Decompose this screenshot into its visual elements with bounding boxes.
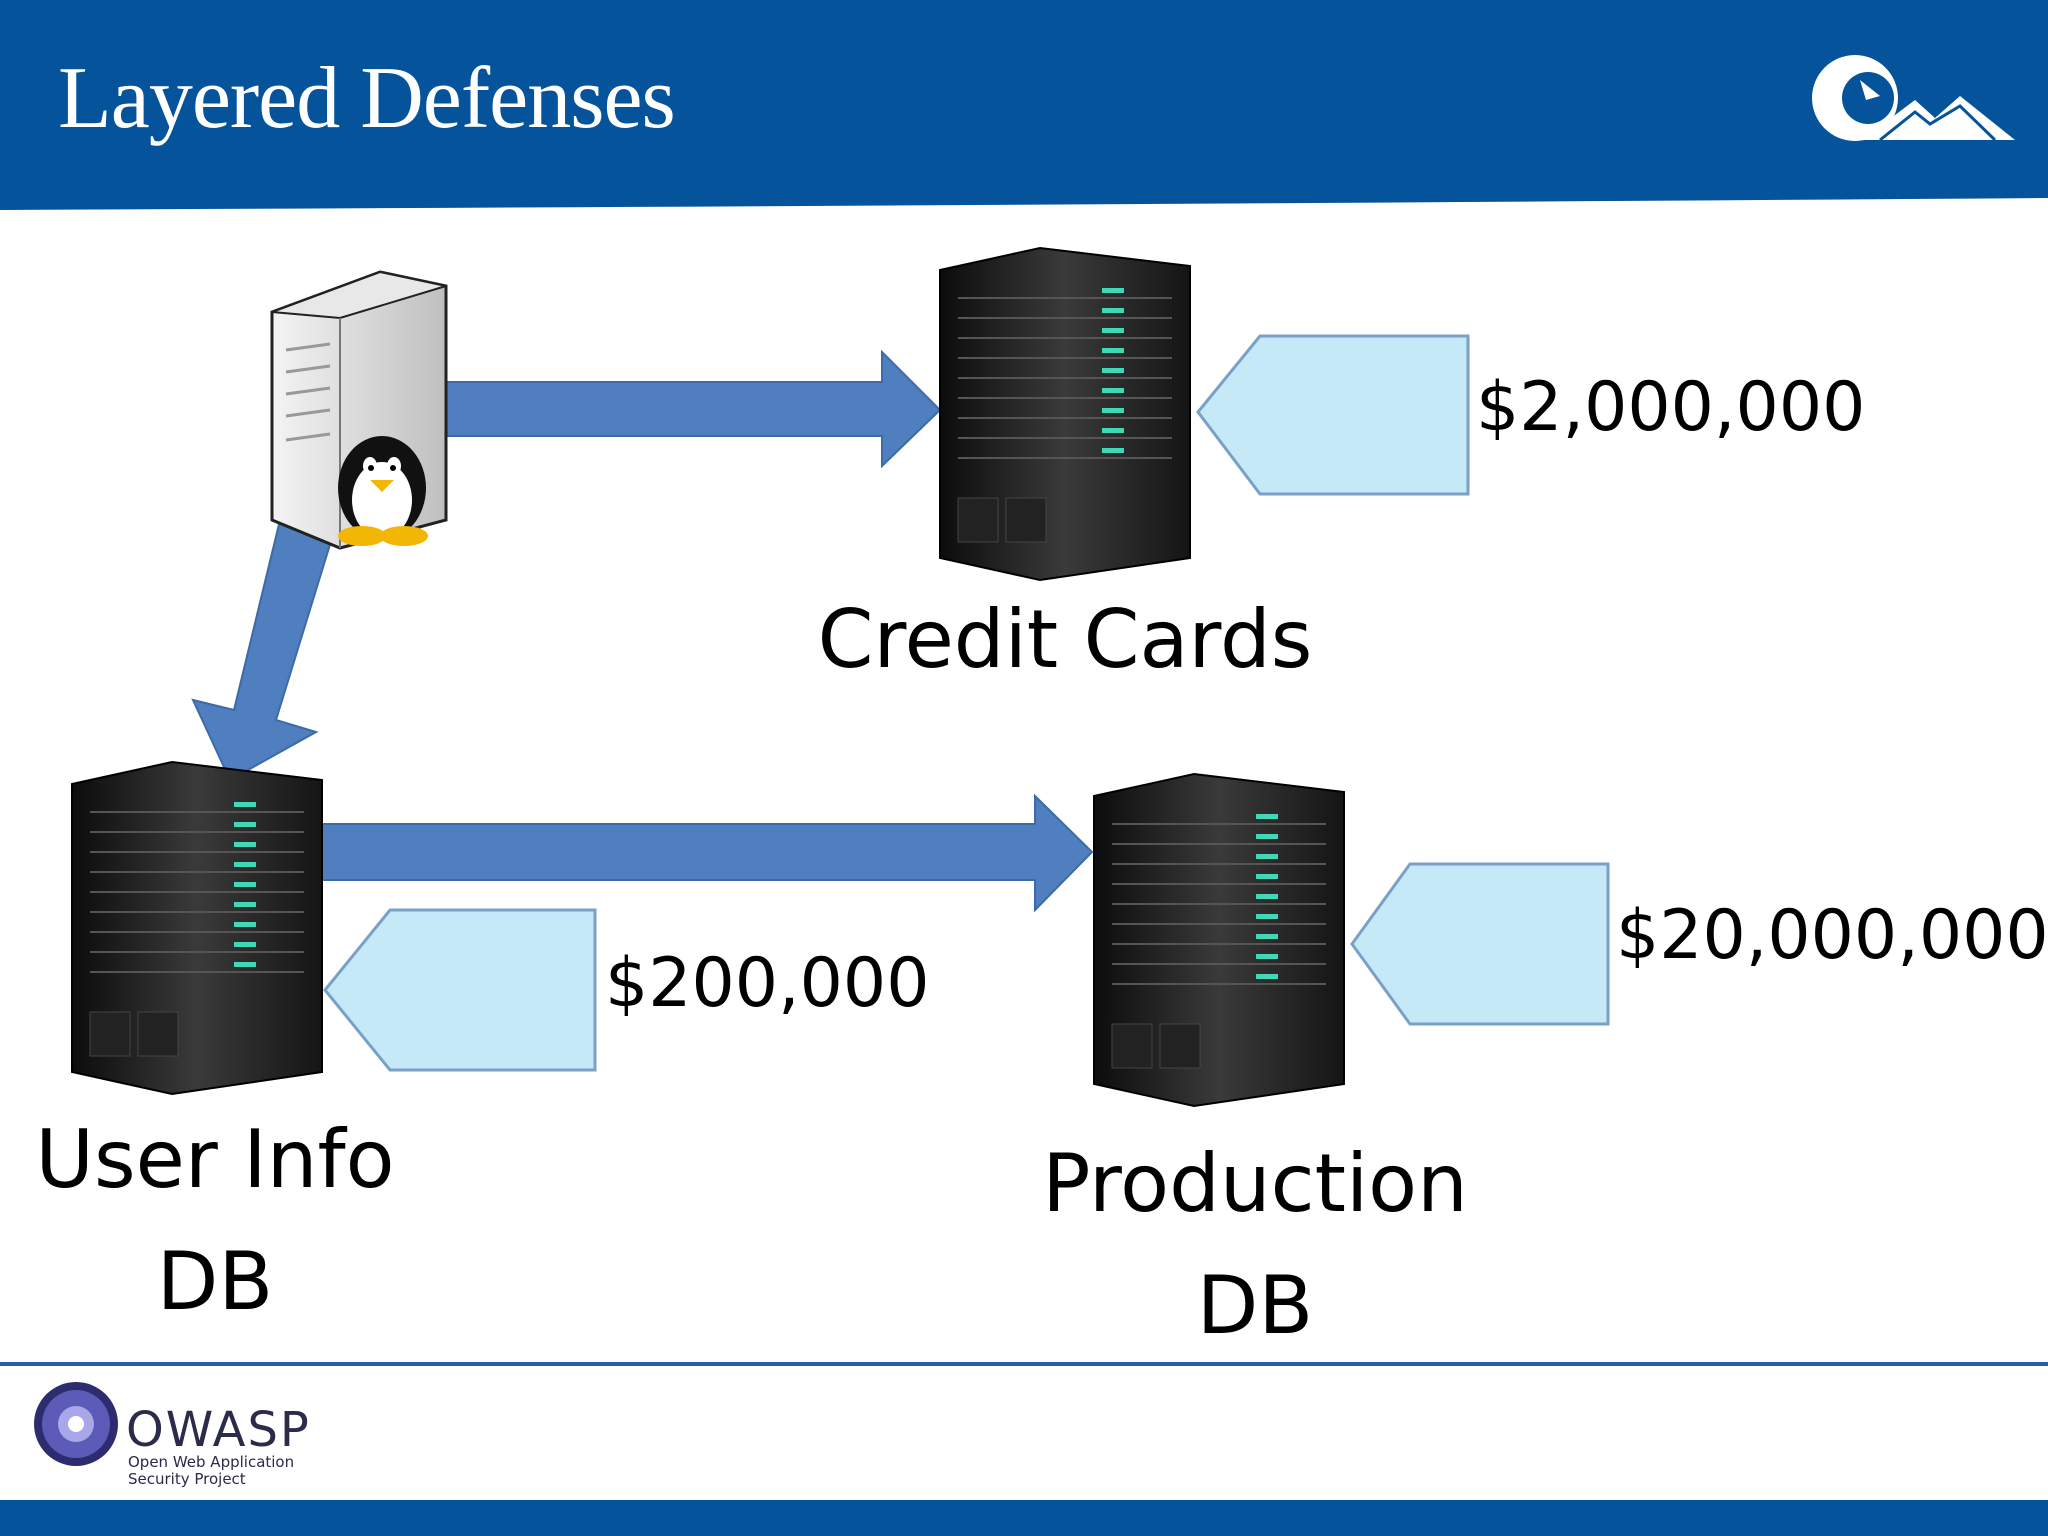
production-label-line1: Production [1042,1137,1468,1230]
credit-cards-label: Credit Cards [817,593,1313,686]
owasp-subtitle-line2: Security Project [128,1470,246,1488]
slide-title: Layered Defenses [58,50,676,147]
owasp-logo-icon [34,1382,118,1466]
linux-server-icon [270,270,448,550]
user-info-label-line2: DB [156,1235,274,1328]
credit-cards-value: $2,000,000 [1476,368,1866,447]
footer-divider [0,1362,2048,1366]
owasp-subtitle: Open Web Application Security Project [128,1454,328,1488]
production-server-icon [1093,772,1345,1108]
owasp-subtitle-line1: Open Web Application [128,1453,295,1471]
arrow-userinfo-to-production [317,793,1094,913]
arrow-linux-to-credit [441,349,942,469]
production-label-line2: DB [1196,1259,1314,1352]
mountain-logo-icon [1812,55,2015,142]
user-info-server-icon [71,760,323,1096]
user-info-label-line1: User Info [35,1113,395,1206]
footer-band [0,1500,2048,1536]
arrow-linux-to-userinfo [191,518,334,782]
credit-cards-server-icon [939,246,1191,582]
value-tag-production [1350,862,1610,1026]
user-info-value: $200,000 [605,944,930,1023]
header-band [0,0,2048,210]
owasp-wordmark: OWASP [126,1402,311,1458]
value-tag-credit [1196,334,1470,496]
production-value: $20,000,000 [1616,896,2048,975]
value-tag-userinfo [323,908,597,1072]
